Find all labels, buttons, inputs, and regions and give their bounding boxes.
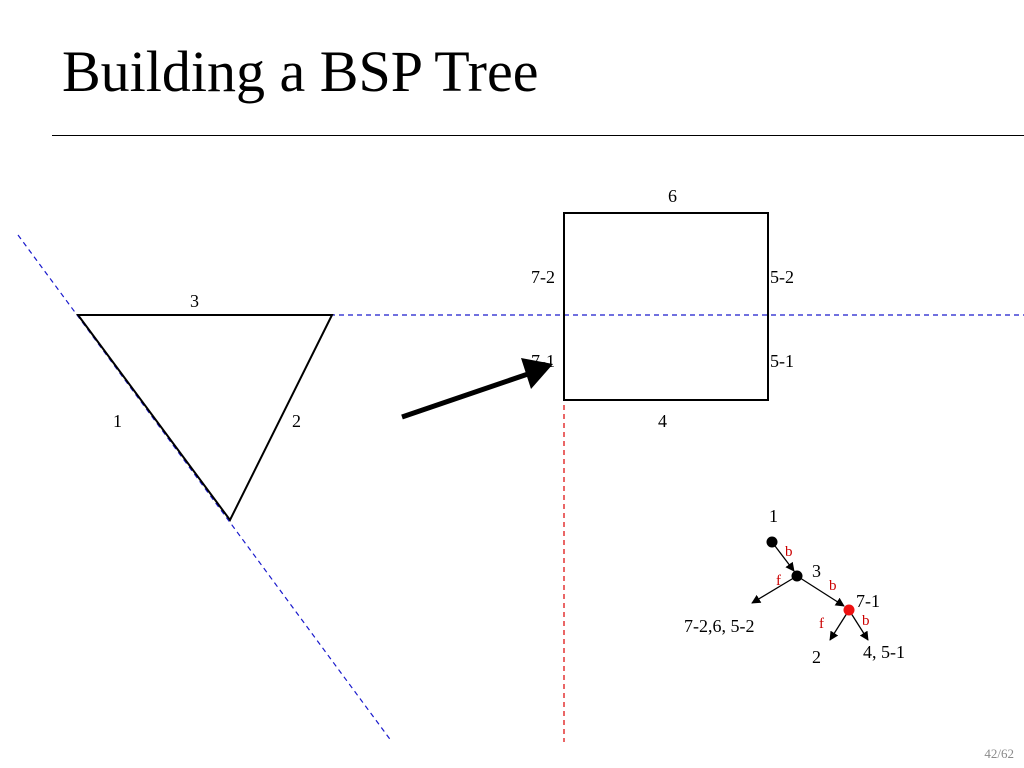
page-number: 42/62 — [984, 746, 1014, 761]
tree-node-root-label: 1 — [769, 506, 778, 526]
tree-node-7-1-label: 7-1 — [856, 591, 880, 611]
square-edge-label-bottom: 4 — [658, 411, 667, 431]
triangle-edge-label-2: 2 — [292, 411, 301, 431]
triangle-shape — [76, 314, 334, 522]
branch-label-root-back: b — [785, 544, 793, 560]
branch-label-7-1-front: f — [819, 616, 824, 632]
tree-edge-3-to-7-1 — [796, 575, 845, 607]
tree-leaf-front-of-3: 7-2,6, 5-2 — [684, 616, 755, 636]
tree-edge-root-to-3 — [771, 541, 795, 572]
branch-label-3-back: b — [829, 578, 837, 594]
tree-edge-7-1-front — [829, 609, 850, 641]
big-arrow-head — [521, 358, 553, 389]
square-edge-label-top: 6 — [668, 186, 677, 206]
tree-node-root — [766, 536, 778, 548]
split-plane-line-1 — [17, 234, 393, 743]
triangle-edge-label-1: 1 — [113, 411, 122, 431]
tree-edge-3-front — [751, 575, 798, 604]
square-shape — [563, 212, 769, 401]
square-edge-label-left-upper: 7-2 — [531, 267, 555, 287]
tree-node-3 — [791, 570, 803, 582]
tree-edge-7-1-back — [848, 609, 869, 641]
branch-label-7-1-back: b — [862, 613, 870, 629]
slide-title: Building a BSP Tree — [62, 39, 539, 104]
triangle-edge-label-3: 3 — [190, 291, 199, 311]
tree-node-3-label: 3 — [812, 561, 821, 581]
square-edge-label-right-lower: 5-1 — [770, 351, 794, 371]
branch-label-3-front: f — [776, 573, 781, 589]
big-arrow-shaft — [401, 371, 529, 420]
tree-leaf-back-of-7-1: 4, 5-1 — [863, 642, 905, 662]
square-edge-label-right-upper: 5-2 — [770, 267, 794, 287]
title-divider — [52, 135, 1024, 136]
square-edge-label-left-lower: 7-1 — [531, 351, 555, 371]
tree-node-7-1 — [843, 604, 855, 616]
tree-leaf-front-of-7-1: 2 — [812, 647, 821, 667]
